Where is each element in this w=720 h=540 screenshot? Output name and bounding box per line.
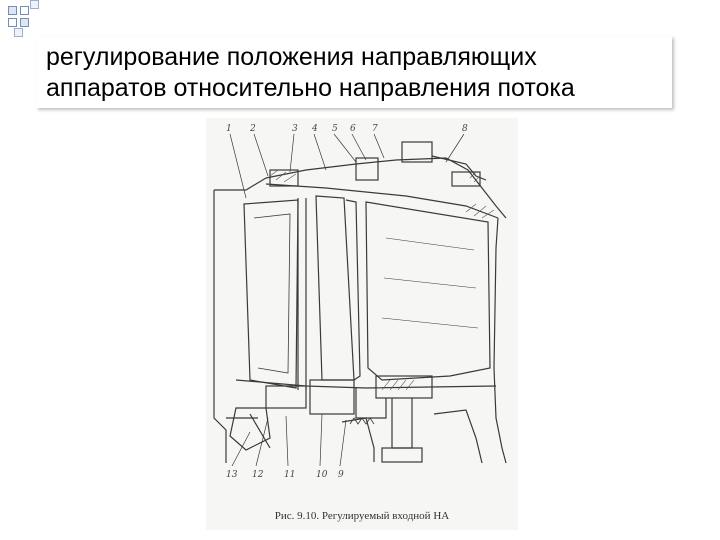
square: [8, 6, 17, 15]
square: [20, 6, 29, 15]
part-label: 5: [332, 124, 338, 134]
part-label: 9: [338, 470, 344, 480]
square: [20, 18, 29, 27]
figure-caption: Рис. 9.10. Регулируемый входной НА: [274, 510, 450, 522]
part-label: 8: [462, 124, 468, 134]
square: [8, 18, 17, 27]
part-label: 6: [350, 124, 356, 134]
slide-title: регулирование положения направляющих апп…: [46, 43, 575, 102]
part-label: 3: [292, 124, 298, 134]
title-box: регулирование положения направляющих апп…: [36, 36, 672, 108]
guide-vane-drawing: [213, 133, 507, 467]
technical-drawing: 1 2 3 4 5 6 7 8 13 12 11 10 9 Рис. 9.10.…: [206, 118, 518, 530]
part-label: 12: [252, 470, 264, 480]
part-label: 2: [250, 124, 256, 134]
square: [30, 0, 39, 9]
stacked-squares-icon: [0, 0, 60, 40]
part-label: 13: [226, 470, 238, 480]
square: [14, 28, 23, 37]
part-label: 11: [284, 470, 296, 480]
part-label: 10: [316, 470, 328, 480]
part-label: 4: [312, 124, 318, 134]
part-label: 1: [226, 124, 232, 134]
part-label: 7: [372, 124, 378, 134]
